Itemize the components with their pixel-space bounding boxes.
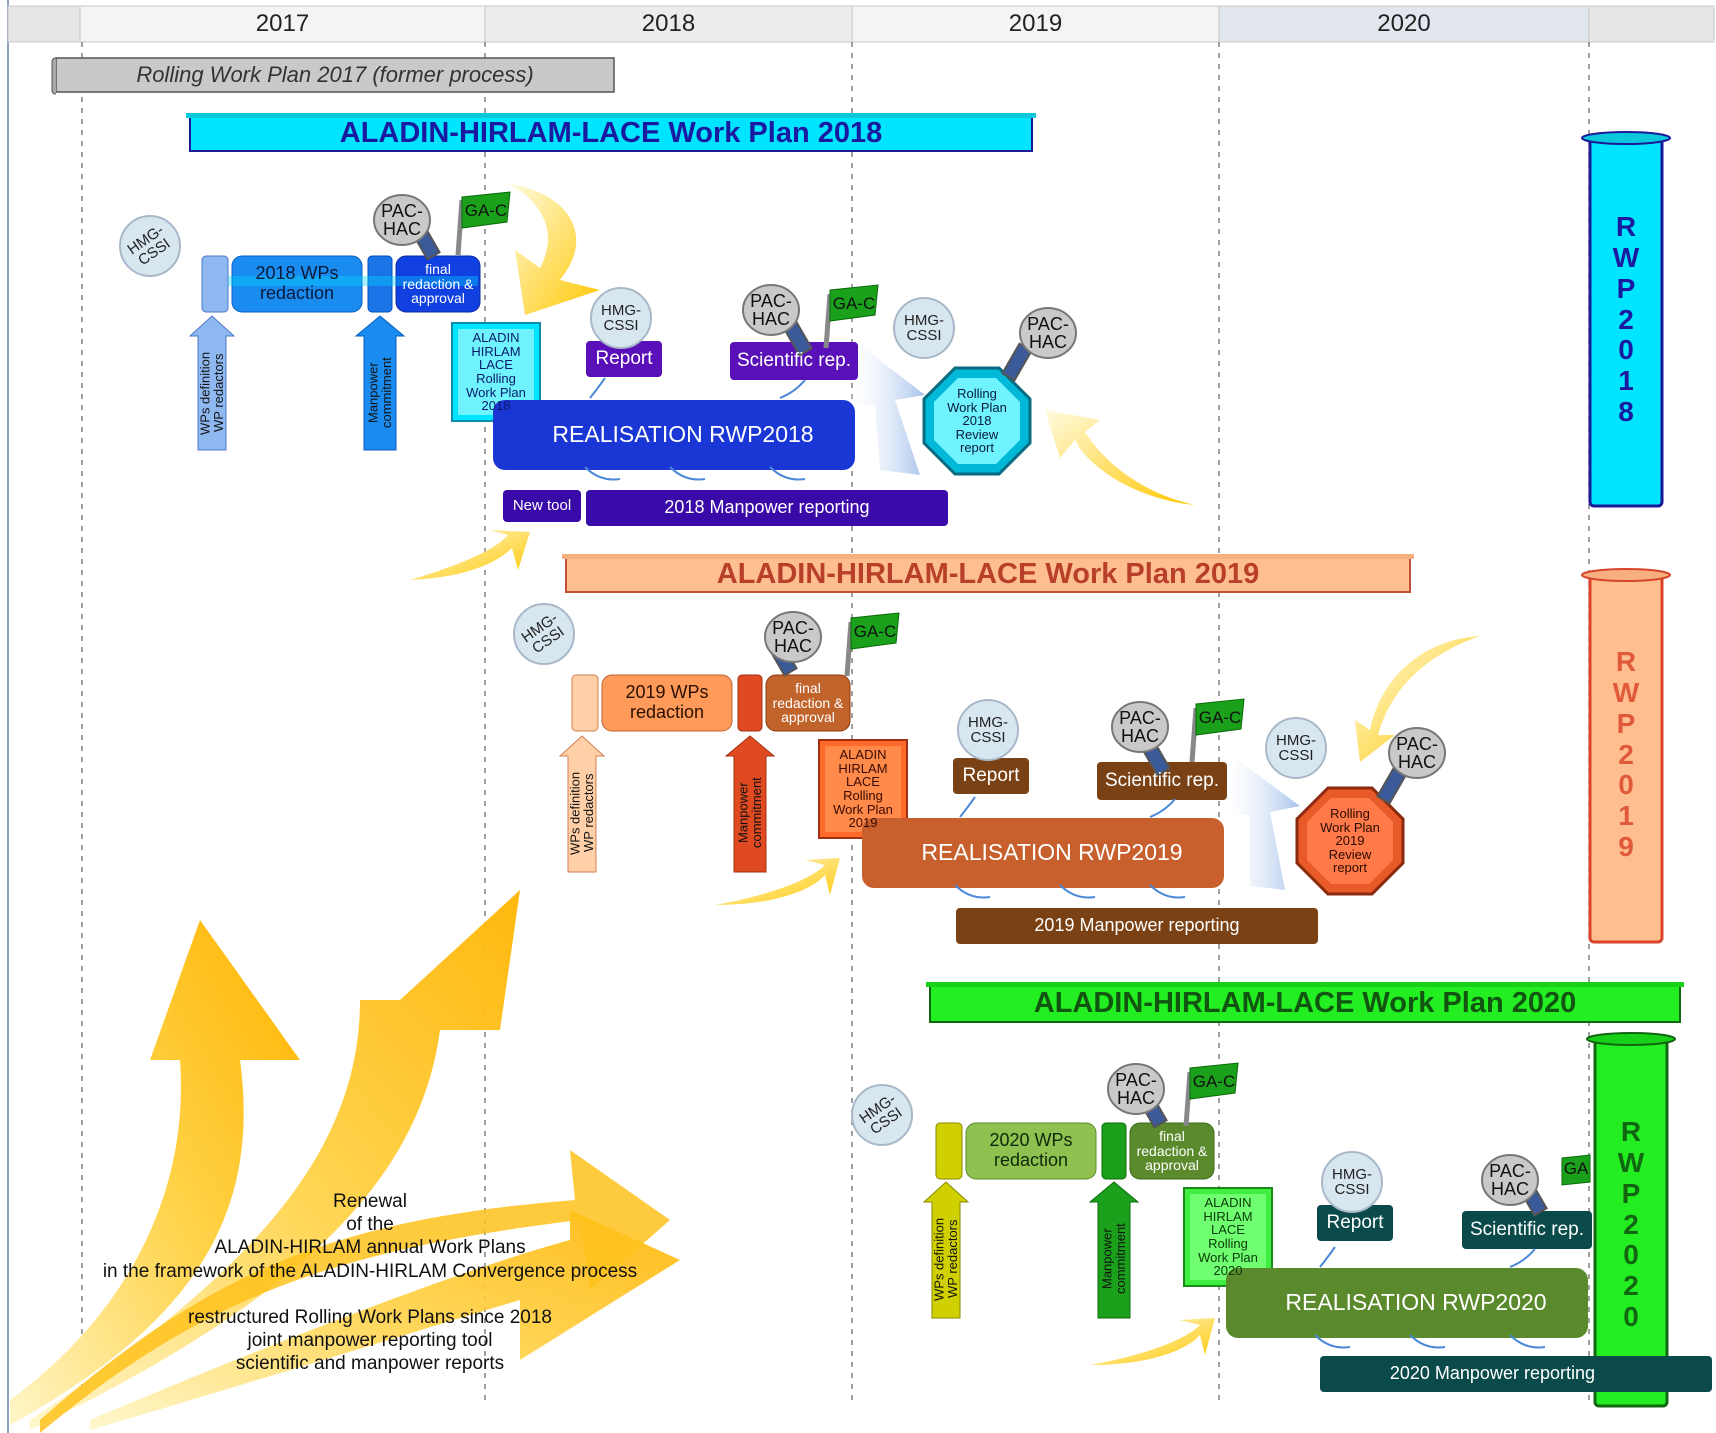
hmg-cssi-cloud-icon: HMG- CSSI xyxy=(601,302,641,334)
ga-c-flag-icon: GA-C xyxy=(853,621,897,641)
ga-c-flag-icon: GA-C xyxy=(832,293,876,313)
wps-redaction-box: 2020 WPs redaction xyxy=(989,1130,1073,1170)
wps-definition-arrow: WPs definition WP redactors xyxy=(931,1217,960,1301)
wps-definition-arrow: WPs definition WP redactors xyxy=(567,771,596,855)
work-plan-2020-banner: ALADIN-HIRLAM-LACE Work Plan 2020 xyxy=(1033,987,1577,1020)
realisation-rwp2018-box: REALISATION RWP2018 xyxy=(552,421,814,448)
ga-c-flag-icon: GA xyxy=(1563,1158,1589,1178)
scroll-letter: 9 xyxy=(1618,830,1634,862)
scroll-letter: 0 xyxy=(1618,769,1634,801)
year-2020-label: 2020 xyxy=(1377,9,1431,37)
rwp2019-scroll: R W P 2 0 1 9 xyxy=(1590,635,1662,875)
scroll-letter: 1 xyxy=(1618,800,1634,832)
rwp2020-scroll: R W P 2 0 2 0 xyxy=(1595,1105,1667,1345)
scientific-rep-box: Scientific rep. xyxy=(736,349,852,371)
work-plan-2019-banner: ALADIN-HIRLAM-LACE Work Plan 2019 xyxy=(716,558,1260,591)
report-box: Report xyxy=(595,347,653,369)
final-redaction-box: final redaction & approval xyxy=(772,679,844,726)
report-box: Report xyxy=(962,764,1020,786)
ga-c-flag-icon: GA-C xyxy=(1192,1071,1236,1091)
pac-hac-oval: PAC- HAC xyxy=(750,291,792,329)
scroll-letter: P xyxy=(1616,272,1636,304)
scroll-letter: 2 xyxy=(1618,738,1634,770)
pac-hac-oval: PAC- HAC xyxy=(1489,1161,1531,1199)
scroll-letter: W xyxy=(1612,677,1640,708)
work-plan-2018-banner: ALADIN-HIRLAM-LACE Work Plan 2018 xyxy=(339,117,883,150)
pac-hac-oval: PAC- HAC xyxy=(1396,734,1438,772)
realisation-rwp2019-box: REALISATION RWP2019 xyxy=(921,839,1183,866)
scroll-letter: 2 xyxy=(1623,1270,1639,1302)
scroll-letter: 2 xyxy=(1623,1208,1639,1240)
manpower-commitment-arrow: Manpower commitment xyxy=(1099,1223,1128,1295)
rolling-work-plan-2018-box: ALADIN HIRLAM LACE Rolling Work Plan 201… xyxy=(466,330,526,414)
ga-c-flag-icon: GA-C xyxy=(1198,707,1242,727)
renewal-line: scientific and manpower reports xyxy=(235,1353,505,1375)
rwp2018-scroll: R W P 2 0 1 8 xyxy=(1590,200,1662,440)
renewal-line: restructured Rolling Work Plans since 20… xyxy=(188,1306,552,1328)
wps-definition-arrow: WPs definition WP redactors xyxy=(197,351,226,435)
scientific-rep-box: Scientific rep. xyxy=(1469,1218,1585,1240)
pac-hac-oval: PAC- HAC xyxy=(381,201,423,239)
pac-hac-oval: PAC- HAC xyxy=(1119,708,1161,746)
new-tool-box: New tool xyxy=(512,496,572,514)
renewal-text-block: Renewal of the ALADIN-HIRLAM annual Work… xyxy=(80,1190,660,1375)
scroll-letter: R xyxy=(1615,211,1637,243)
former-plan-label: Rolling Work Plan 2017 (former process) xyxy=(136,61,534,87)
final-redaction-box: final redaction & approval xyxy=(402,260,474,307)
realisation-rwp2020-box: REALISATION RWP2020 xyxy=(1285,1289,1547,1316)
year-2017-label: 2017 xyxy=(255,9,310,37)
scroll-letter: P xyxy=(1621,1177,1641,1209)
wps-redaction-box: 2018 WPs redaction xyxy=(255,263,339,303)
rolling-work-plan-2020-box: ALADIN HIRLAM LACE Rolling Work Plan 202… xyxy=(1198,1195,1258,1279)
manpower-commitment-arrow: Manpower commitment xyxy=(365,357,394,429)
ga-c-flag-icon: GA-C xyxy=(464,200,508,220)
pac-hac-oval: PAC- HAC xyxy=(1115,1070,1157,1108)
wps-redaction-box: 2019 WPs redaction xyxy=(625,682,709,722)
rolling-work-plan-2019-box: ALADIN HIRLAM LACE Rolling Work Plan 201… xyxy=(833,747,893,831)
scientific-rep-box: Scientific rep. xyxy=(1104,769,1220,791)
review-report-2018-octagon: Rolling Work Plan 2018 Review report xyxy=(947,385,1007,456)
scroll-letter: 0 xyxy=(1618,334,1634,366)
pac-hac-oval: PAC- HAC xyxy=(1027,314,1069,352)
scroll-letter: 1 xyxy=(1618,365,1634,397)
renewal-line xyxy=(80,1283,660,1306)
renewal-line: in the framework of the ALADIN-HIRLAM Co… xyxy=(102,1260,638,1282)
renewal-line: Renewal xyxy=(333,1191,407,1212)
hmg-cssi-cloud-icon: HMG- CSSI xyxy=(968,714,1008,746)
renewal-line: joint manpower reporting tool xyxy=(247,1329,493,1351)
hmg-cssi-cloud-icon: HMG- CSSI xyxy=(1276,732,1316,764)
manpower-commitment-arrow: Manpower commitment xyxy=(735,777,764,849)
scroll-letter: 0 xyxy=(1623,1300,1639,1332)
report-box: Report xyxy=(1326,1211,1384,1233)
scroll-letter: 2 xyxy=(1618,303,1634,335)
hmg-cssi-cloud-icon: HMG- CSSI xyxy=(904,312,944,344)
hmg-cssi-cloud-icon: HMG- CSSI xyxy=(1332,1166,1372,1198)
pac-hac-oval: PAC- HAC xyxy=(772,618,814,656)
manpower-reporting-2020-box: 2020 Manpower reporting xyxy=(1389,1363,1595,1384)
renewal-line: ALADIN-HIRLAM annual Work Plans xyxy=(214,1237,526,1259)
renewal-line: of the xyxy=(346,1214,394,1236)
scroll-letter: 8 xyxy=(1618,395,1634,427)
manpower-reporting-2019-box: 2019 Manpower reporting xyxy=(1034,915,1240,936)
scroll-letter: 0 xyxy=(1623,1239,1639,1271)
review-report-2019-octagon: Rolling Work Plan 2019 Review report xyxy=(1320,805,1380,876)
manpower-reporting-2018-box: 2018 Manpower reporting xyxy=(664,497,870,518)
year-2019-label: 2019 xyxy=(1008,9,1063,37)
scroll-letter: P xyxy=(1616,707,1636,739)
scroll-letter: R xyxy=(1615,646,1637,678)
final-redaction-box: final redaction & approval xyxy=(1136,1127,1208,1174)
scroll-letter: W xyxy=(1617,1147,1645,1178)
year-2018-label: 2018 xyxy=(641,9,696,37)
scroll-letter: W xyxy=(1612,242,1640,273)
scroll-letter: R xyxy=(1620,1116,1642,1148)
